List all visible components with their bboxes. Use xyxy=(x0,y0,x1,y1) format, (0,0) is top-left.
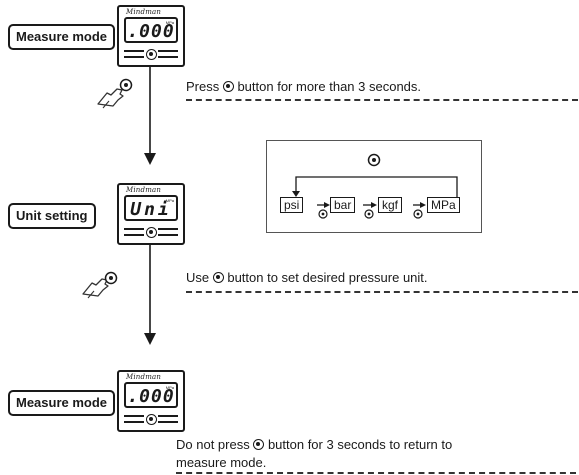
display-screen: MPa .000 xyxy=(124,17,178,43)
display-reading: .000 xyxy=(127,21,175,42)
dashed-underline xyxy=(186,99,578,101)
measure-mode-label: Measure mode xyxy=(8,24,116,50)
instruction-set-unit: Use button to set desired pressure unit. xyxy=(186,270,428,285)
gauge-device: Mindman MPa Uni xyxy=(117,183,185,245)
unit-psi: psi xyxy=(280,197,304,213)
gauge-device: Mindman MPa .000 xyxy=(117,5,185,67)
control-row xyxy=(124,48,178,62)
instruction-press-3s: Press button for more than 3 seconds. xyxy=(186,79,422,94)
unit-setting-label: Unit setting xyxy=(8,203,96,229)
mode-button[interactable] xyxy=(146,414,157,425)
flow-arrow-down xyxy=(144,245,156,345)
hand-press-icon xyxy=(97,78,133,109)
control-row xyxy=(124,226,178,240)
cycle-arrows xyxy=(292,153,458,219)
button-icon xyxy=(253,439,265,450)
display-screen: MPa .000 xyxy=(124,382,178,408)
unit-bar: bar xyxy=(330,197,356,213)
unit-kgf: kgf xyxy=(378,197,403,213)
unit-indicator: MPa xyxy=(165,20,174,25)
button-icon xyxy=(222,81,234,92)
unit-mpa: MPa xyxy=(427,197,460,213)
hand-press-icon xyxy=(82,271,118,299)
display-reading: Uni xyxy=(130,199,172,220)
gauge-device: Mindman MPa .000 xyxy=(117,370,185,432)
measure-mode-label: Measure mode xyxy=(8,390,116,416)
brand-logo: Mindman xyxy=(126,186,162,194)
button-icon xyxy=(212,272,224,283)
dashed-underline xyxy=(186,291,578,293)
brand-logo: Mindman xyxy=(126,8,162,16)
dashed-underline xyxy=(176,472,576,474)
instruction-return: Do not press button for 3 seconds to ret… xyxy=(176,437,453,452)
display-reading: .000 xyxy=(127,386,175,407)
unit-indicator: MPa xyxy=(165,198,174,203)
brand-logo: Mindman xyxy=(126,373,162,381)
display-screen: MPa Uni xyxy=(124,195,178,221)
unit-cycle-diagram: psi bar kgf MPa xyxy=(266,140,482,233)
flow-arrow-down xyxy=(144,67,156,165)
mode-button[interactable] xyxy=(146,49,157,60)
control-row xyxy=(124,413,178,427)
instruction-return-line2: measure mode. xyxy=(176,455,267,470)
unit-indicator: MPa xyxy=(165,385,174,390)
mode-button[interactable] xyxy=(146,227,157,238)
